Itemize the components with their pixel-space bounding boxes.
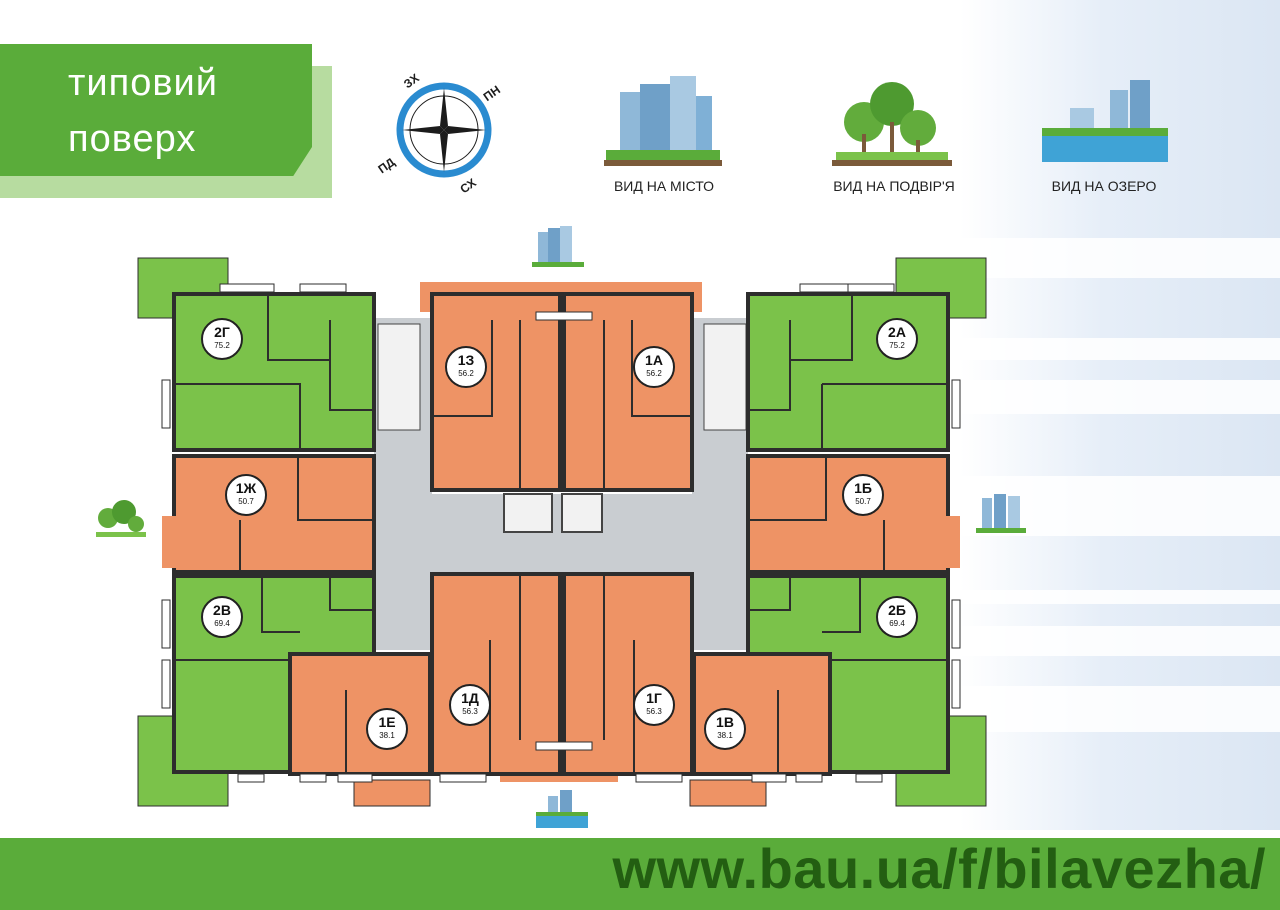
apartment-area: 50.7 <box>855 497 871 506</box>
background-stripe <box>960 626 1280 656</box>
apartment-number: 1В <box>716 714 734 730</box>
legend-yard-label: ВИД НА ПОДВІР'Я <box>833 178 955 194</box>
apartment-area: 69.4 <box>889 619 905 628</box>
apartment-area: 69.4 <box>214 619 230 628</box>
title-line-1: типовий <box>68 62 218 104</box>
legend-city-label: ВИД НА МІСТО <box>613 178 715 194</box>
elevator <box>503 493 553 533</box>
apartment-2a <box>746 292 950 452</box>
yard-view-icon <box>832 82 952 166</box>
background-stripe <box>960 238 1280 278</box>
apartment-number: 1Ж <box>235 480 257 496</box>
compass-icon: ЗХ ПН ПД СХ <box>376 71 503 196</box>
apartment-area: 75.2 <box>214 341 230 350</box>
lake-view-icon <box>1042 80 1168 162</box>
stairwell <box>703 323 747 431</box>
stairwell <box>377 323 421 431</box>
apartment-1a <box>562 292 694 492</box>
legend-lake-label: ВИД НА ОЗЕРО <box>1051 178 1157 194</box>
apartment-1b-balcony <box>920 516 960 568</box>
apartment-area: 56.3 <box>462 707 478 716</box>
footer-bar <box>0 838 1280 910</box>
apartment-1z <box>430 292 562 492</box>
apartment-number: 2Б <box>888 602 906 618</box>
city-view-marker-top <box>532 226 584 267</box>
apartment-number: 1Г <box>646 690 662 706</box>
yard-view-marker-left <box>96 500 146 537</box>
apartment-number: 2А <box>888 324 906 340</box>
city-view-icon <box>604 76 722 166</box>
apartment-area: 38.1 <box>379 731 395 740</box>
title-line-2: поверх <box>68 118 197 160</box>
apartment-1zh <box>172 454 376 574</box>
balcony <box>353 779 431 807</box>
apartment-1b <box>746 454 950 574</box>
windows <box>161 283 961 783</box>
balcony <box>689 779 767 807</box>
lake-view-marker-bottom <box>536 790 588 828</box>
apartment-area: 56.2 <box>646 369 662 378</box>
apartment-1zh-balcony <box>162 516 202 568</box>
apartment-area: 38.1 <box>717 731 733 740</box>
interior-walls <box>174 294 948 774</box>
apartment-1d <box>430 572 562 776</box>
background-stripe <box>960 590 1280 604</box>
title-banner: типовий поверх <box>0 44 312 176</box>
background-stripe <box>960 338 1280 360</box>
apartment-number: 1Д <box>461 690 479 706</box>
apartment-number: 1Е <box>378 714 396 730</box>
apartment-1g <box>562 572 694 776</box>
corridor <box>374 318 748 650</box>
apartment-number: 1Б <box>854 480 872 496</box>
apartment-number: 2В <box>213 602 231 618</box>
apartment-2g <box>172 292 376 452</box>
apartment-number: 1А <box>645 352 663 368</box>
apartment-area: 75.2 <box>889 341 905 350</box>
elevator <box>561 493 603 533</box>
apartment-number: 1З <box>457 352 475 368</box>
apartment-number: 2Г <box>214 324 230 340</box>
apartment-area: 56.2 <box>458 369 474 378</box>
background-stripe <box>960 686 1280 732</box>
footer-url-link[interactable]: www.bau.ua/f/bilavezha/ <box>612 837 1266 900</box>
city-view-marker-right <box>976 494 1026 533</box>
apartment-area: 50.7 <box>238 497 254 506</box>
apartment-1e <box>288 652 432 776</box>
apartment-area: 56.3 <box>646 707 662 716</box>
background-stripe <box>960 380 1280 414</box>
